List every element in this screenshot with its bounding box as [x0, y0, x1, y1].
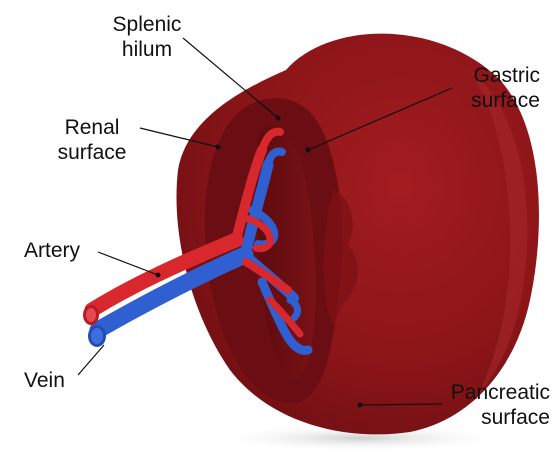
label-renal-surface: Renal surface — [42, 115, 142, 165]
label-vein: Vein — [24, 368, 65, 393]
label-gastric-surface-line2: surface — [440, 88, 540, 113]
label-splenic-hilum: Splenic hilum — [92, 12, 202, 62]
label-gastric-surface-line1: Gastric — [440, 63, 540, 88]
label-artery-text: Artery — [24, 238, 80, 263]
label-splenic-hilum-line1: Splenic — [92, 12, 202, 37]
label-renal-surface-line1: Renal — [42, 115, 142, 140]
leader-artery — [98, 252, 158, 275]
label-pancreatic-surface: Pancreatic surface — [425, 380, 550, 430]
label-artery: Artery — [24, 238, 80, 263]
label-renal-surface-line2: surface — [42, 140, 142, 165]
label-gastric-surface: Gastric surface — [440, 63, 540, 113]
label-pancreatic-surface-line1: Pancreatic — [425, 380, 550, 405]
label-pancreatic-surface-line2: surface — [425, 405, 550, 430]
label-vein-text: Vein — [24, 368, 65, 393]
label-splenic-hilum-line2: hilum — [92, 37, 202, 62]
leader-vein — [78, 345, 104, 375]
